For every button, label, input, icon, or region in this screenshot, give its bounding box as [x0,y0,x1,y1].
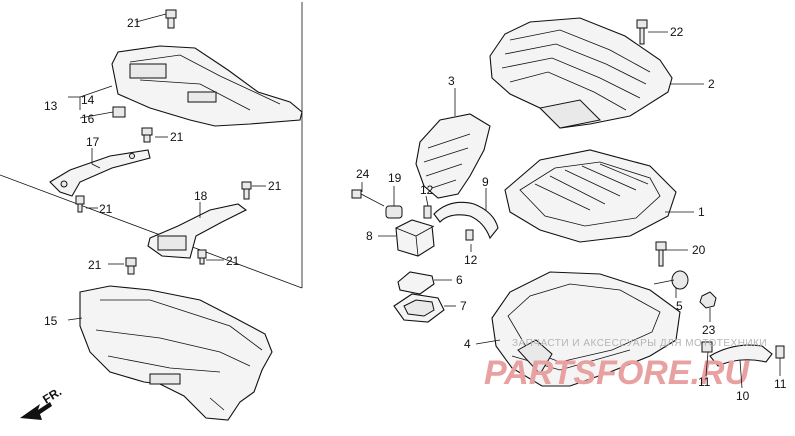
clip-11-right [775,345,785,359]
label-21-right: 21 [268,179,282,193]
pad-6 [397,271,435,295]
label-11-left: 11 [698,375,711,389]
bracket-17 [49,149,151,197]
label-9: 9 [482,175,489,189]
panel-15 [79,285,273,421]
label-22: 22 [670,25,684,39]
watermark-caption: ЗАПЧАСТИ И АКСЕССУАРЫ ДЛЯ МОТОТЕХНИКИ [512,338,767,349]
clip-12-lower [465,229,474,241]
label-20: 20 [692,243,706,257]
air-cleaner-case-4 [491,271,681,387]
hose-10 [709,344,773,367]
air-cleaner-cover-2 [489,17,673,129]
clip-16 [112,106,126,118]
bolt-21-top [165,9,177,29]
block-8 [395,219,435,257]
label-11-right: 11 [774,377,787,391]
bolt-20 [655,241,667,267]
label-18: 18 [194,189,208,203]
bolt-21-bottom [125,257,137,275]
label-17: 17 [86,135,100,149]
label-4: 4 [464,337,471,351]
grommet-19 [385,205,403,219]
bolt-21-left [75,195,85,213]
bracket-18 [147,203,248,259]
label-21-mid: 21 [170,130,184,144]
air-filter-1 [504,149,677,243]
clip-11-left [701,341,713,353]
label-10: 10 [736,389,750,403]
label-13: 13 [44,99,58,113]
breather-tube-9 [433,201,499,240]
label-2: 2 [708,77,715,91]
bolt-21-lower [197,249,207,265]
label-23: 23 [702,323,716,337]
grommet-5 [671,270,689,290]
label-16: 16 [81,112,95,126]
front-direction-label: FR. [40,384,64,406]
front-direction-arrow: FR. [20,384,64,420]
label-12-lower: 12 [464,253,478,267]
label-21-bottom: 21 [88,258,102,272]
bolt-24 [351,189,385,207]
label-8: 8 [366,229,373,243]
bolt-21-mid [141,127,153,143]
bolt-22 [636,19,648,45]
label-19: 19 [388,171,402,185]
label-6: 6 [456,273,463,287]
callout-labels: 21 13 14 16 21 17 21 18 21 21 21 15 3 22… [44,16,787,403]
label-1: 1 [698,205,705,219]
inset-frame [0,2,303,289]
watermark-brand: PARTSFORE.RU [484,354,751,392]
bolt-21-right [241,181,252,200]
label-7: 7 [460,299,467,313]
clip-12-upper [423,205,432,219]
cover-14 [111,45,303,127]
label-21-lower: 21 [226,254,240,268]
label-5: 5 [676,299,683,313]
leader-lines [67,13,781,389]
watermark: ЗАПЧАСТИ И АКСЕССУАРЫ ДЛЯ МОТОТЕХНИКИ PA… [484,338,767,392]
label-14: 14 [81,93,95,107]
intake-duct-3 [415,113,491,199]
holder-7 [393,293,445,323]
label-3: 3 [448,74,455,88]
label-15: 15 [44,314,58,328]
label-21-top: 21 [127,16,141,30]
nut-23 [699,291,717,309]
label-21-left: 21 [99,202,113,216]
label-24: 24 [356,167,370,181]
label-12-upper: 12 [420,183,434,197]
